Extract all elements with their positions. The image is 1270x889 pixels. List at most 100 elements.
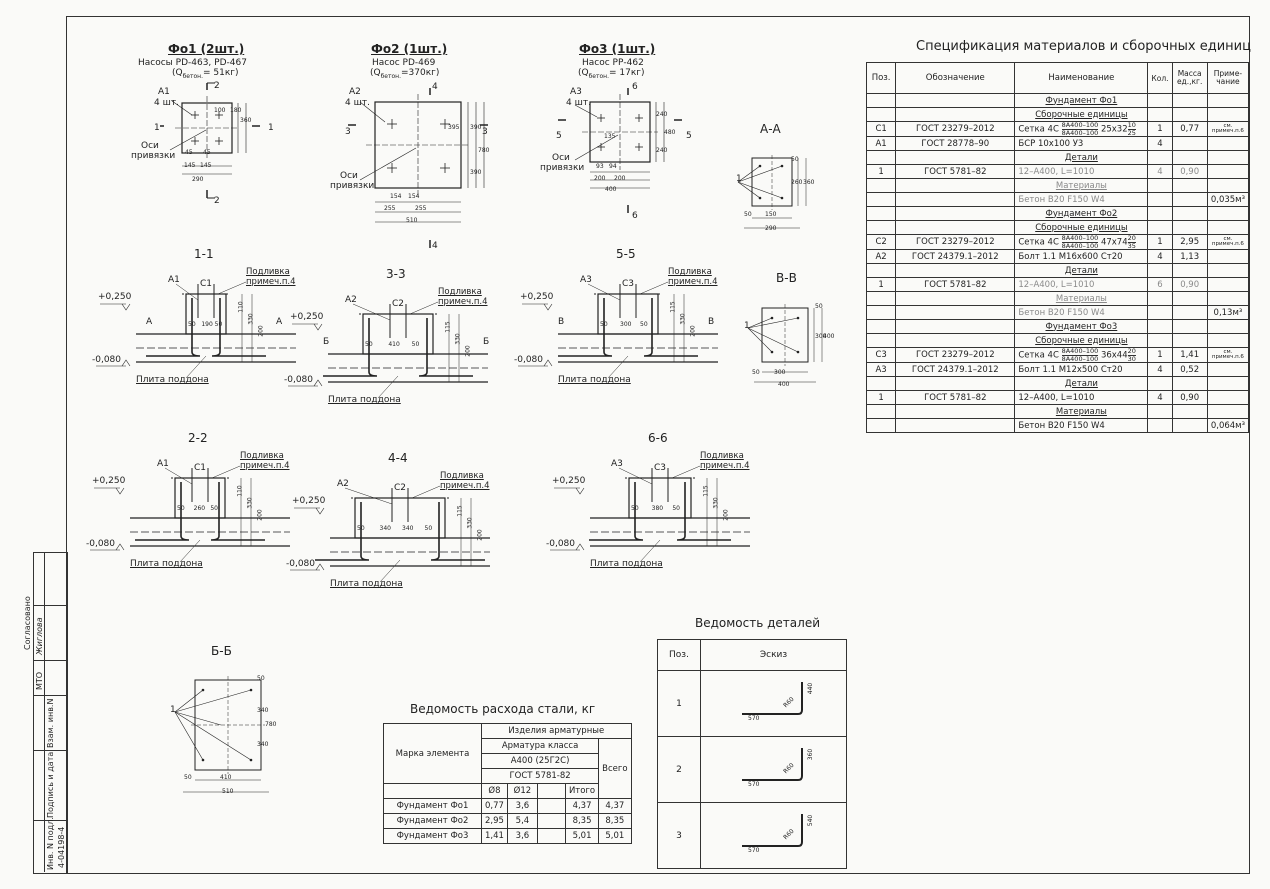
spec-cell: [895, 404, 1016, 419]
section-label-a: А1: [168, 275, 180, 285]
section-label-a: А2: [345, 295, 357, 305]
spec-note: 0,13м³: [1206, 305, 1250, 320]
fo1-cut: 2: [214, 196, 220, 206]
section-title: 4-4: [388, 451, 408, 465]
fo1-axes: Оси: [141, 141, 159, 151]
spec-cell: [1147, 206, 1173, 221]
spec-cell: [865, 263, 897, 278]
view-vv-dim: 300: [774, 369, 786, 376]
steel-h-total: Всего: [598, 738, 632, 799]
fo1-cut: 1: [154, 123, 160, 133]
spec-doc: ГОСТ 24379.1–2012: [895, 249, 1016, 264]
section-dim: 50: [640, 321, 648, 328]
spec-cell: [895, 376, 1016, 391]
spec-cell: [1147, 333, 1173, 348]
section-dim: 330: [466, 517, 474, 529]
spec-cell: [865, 206, 897, 221]
spec-cell: [1147, 376, 1173, 391]
fo3-title: Фо3 (1шт.): [579, 42, 656, 56]
view-bb-title: Б-Б: [211, 644, 232, 658]
steel-mark: Фундамент Фо2: [383, 813, 482, 829]
view-aa-n: 1: [736, 174, 742, 184]
steel-total: 8,35: [598, 813, 632, 829]
spec-pos: 1: [865, 277, 897, 292]
bent-bar-sketch: [742, 682, 803, 715]
details-dim-a: 570: [748, 847, 760, 854]
fo3-label-b: 4 шт.: [566, 98, 591, 108]
spec-cell: [1206, 263, 1250, 278]
spec-cell: [1171, 404, 1208, 419]
spec-mass: 2,95: [1171, 234, 1208, 250]
mto-label: МТО: [35, 671, 44, 690]
fo2-dim: 255: [384, 205, 396, 212]
section-dim: 190: [201, 321, 213, 328]
steel-value: 5,01: [564, 828, 600, 844]
section-level-top: +0,250: [552, 476, 586, 486]
spec-note: 0,064м³: [1206, 418, 1250, 433]
spec-note: [1206, 362, 1250, 377]
side-stamp-line: [33, 660, 66, 661]
view-bb-dim: 780: [265, 721, 277, 728]
spec-row: Материалы: [865, 291, 1250, 306]
section-drawing: [96, 281, 296, 379]
section-dim: 340: [379, 525, 391, 532]
spec-cell: [1171, 206, 1208, 221]
fo2-sub1: Насос РD-469: [372, 58, 436, 68]
spec-note: [1206, 136, 1250, 151]
spec-qty: 4: [1147, 390, 1173, 405]
side-stamp-line: [33, 605, 66, 606]
section-level-bottom: -0,080: [86, 539, 116, 549]
fo2-axes2: привязки: [330, 181, 375, 191]
spec-name: БСР 10х100 У3: [1014, 136, 1149, 151]
section-dim: 340: [402, 525, 414, 532]
fo3-cut: 5: [686, 131, 692, 141]
spec-doc: [895, 192, 1016, 207]
spec-mass: [1171, 305, 1208, 320]
section-dim: 380: [651, 505, 664, 512]
fo1-dim: 360: [240, 117, 252, 124]
view-aa-dim: 50: [744, 211, 752, 218]
section-cut-mark: А: [276, 317, 283, 327]
spec-cell: [895, 333, 1016, 348]
spec-cell: [1171, 150, 1208, 165]
spec-pos: 1: [865, 164, 897, 179]
fo3-sub1: Насос РР-462: [582, 58, 644, 68]
section-plita: Плита поддона: [136, 375, 209, 385]
fo2-label-a: А2: [349, 87, 361, 97]
section-label-c: С3: [622, 279, 635, 289]
fo1-dim: 45: [185, 149, 193, 156]
steel-h-class: Арматура класса: [480, 738, 600, 754]
section-label-c: С1: [200, 279, 213, 289]
spec-group-heading: Фундамент Фо2: [1014, 206, 1149, 221]
section-dim: 200: [464, 345, 472, 357]
fo1-dim: 145: [184, 162, 196, 169]
section-dim: 115: [444, 321, 452, 333]
section-podlivka: Подливка: [700, 451, 744, 461]
section-level-top: +0,250: [92, 476, 126, 486]
spec-qty: 1: [1147, 121, 1173, 137]
section-cut-mark: В: [558, 317, 565, 327]
section-cut-mark: А: [146, 317, 153, 327]
spec-cell: [865, 291, 897, 306]
spec-cell: [1147, 93, 1173, 108]
soglas-label: Согласовано: [23, 596, 32, 650]
section-title: 6-6: [648, 431, 668, 445]
fo2-dim: 255: [415, 205, 427, 212]
view-vv-drawing: [747, 304, 823, 383]
fo2-cut: 3: [482, 127, 488, 137]
view-vv-dim: 300: [815, 333, 827, 340]
spec-qty: 4: [1147, 362, 1173, 377]
spec-cell: [1206, 404, 1250, 419]
section-dim: 50: [672, 505, 680, 512]
spec-qty: 4: [1147, 136, 1173, 151]
spec-cell: [895, 263, 1016, 278]
fo2-dim: 390: [470, 124, 482, 131]
view-bb-dim: 50: [257, 675, 265, 682]
spec-cell: [865, 150, 897, 165]
steel-value: 0,77: [481, 798, 508, 814]
fo2-dim: 390: [470, 169, 482, 176]
